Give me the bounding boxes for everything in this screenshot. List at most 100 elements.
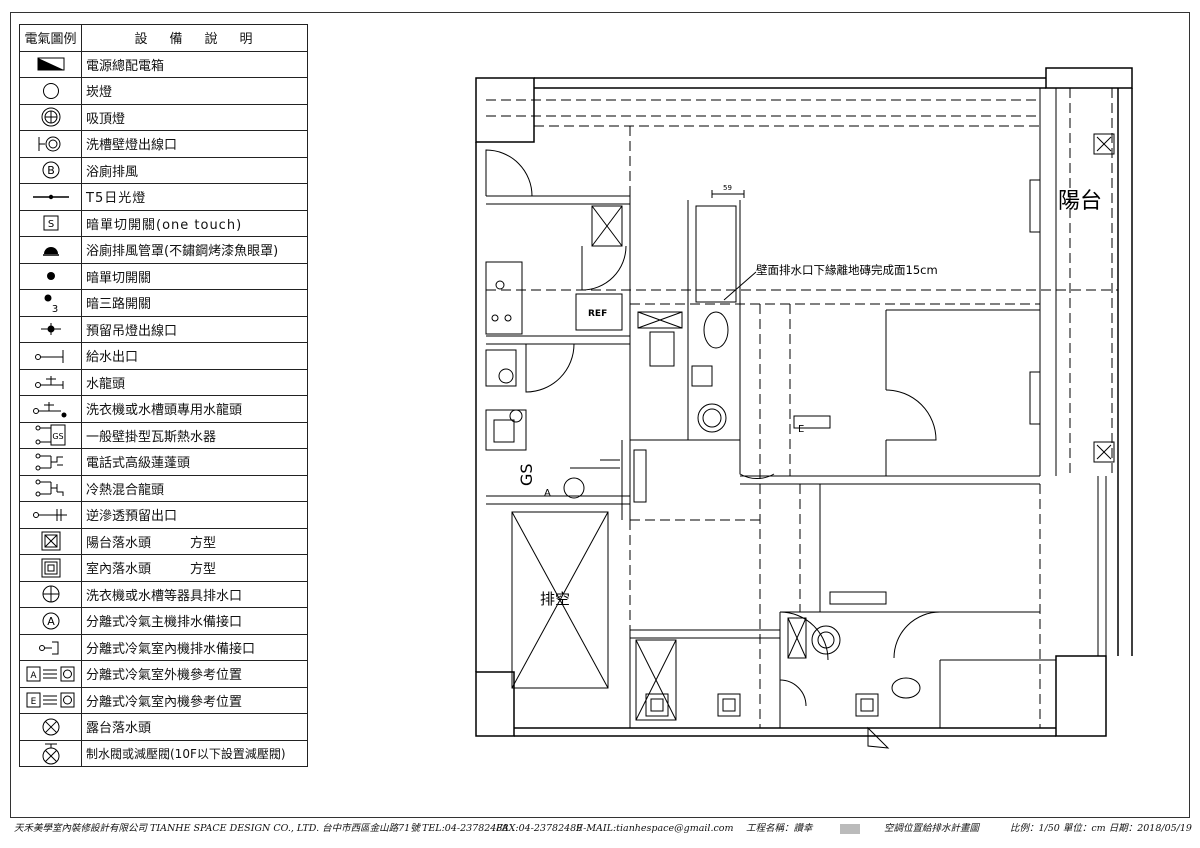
legend-row: B 浴廁排風	[19, 156, 308, 184]
legend-label: 露台落水頭	[81, 713, 308, 741]
note-leader	[723, 271, 757, 301]
legend-row: 水龍頭	[19, 368, 308, 396]
legend-label: 電源總配電箱	[81, 50, 308, 78]
balcony-label: 陽台	[1058, 189, 1102, 214]
ac-outdoor-unit-label: A	[544, 488, 551, 499]
legend-label: 制水閥或減壓閥(10F以下設置減壓閥)	[81, 739, 308, 767]
legend-label: 水龍頭	[81, 368, 308, 396]
ac-indoor-unit-icon: E	[26, 692, 74, 708]
legend-label: 冷熱混合龍頭	[81, 474, 308, 502]
legend-row: 露台落水頭	[19, 713, 308, 741]
terrace-drain-icon	[42, 718, 59, 736]
company-name: 天禾美學室內裝修設計有限公司 TIANHE SPACE DESIGN CO., …	[14, 823, 420, 834]
one-touch-switch-icon: S	[43, 215, 58, 231]
svg-text:A: A	[30, 671, 37, 681]
legend-row: E 分離式冷氣室內機參考位置	[19, 686, 308, 714]
legend-label: 給水出口	[81, 342, 308, 370]
svg-text:B: B	[47, 164, 55, 177]
dimension-label: 59	[723, 184, 732, 192]
legend-label: 吸頂燈	[81, 103, 308, 131]
company-tel: TEL:04-23782488	[422, 823, 509, 834]
legend-row: 電源總配電箱	[19, 50, 308, 78]
balcony-drains	[1093, 133, 1115, 463]
drain-height-note: 壁面排水口下緣離地磚完成面15cm	[756, 263, 938, 277]
legend-label: 一般壁掛型瓦斯熱水器	[81, 421, 308, 449]
bath-exhaust-icon: B	[42, 161, 59, 179]
legend-label: 分離式冷氣主機排水備接口	[81, 607, 308, 635]
svg-text:GS: GS	[52, 432, 63, 441]
washer-faucet-icon	[32, 401, 66, 418]
sink-wall-lamp-outlet-icon	[38, 136, 60, 152]
company-email: E-MAIL:tianhespace@gmail.com	[576, 823, 734, 834]
legend-label: 暗單切開關	[81, 262, 308, 290]
legend-label: 預留吊燈出線口	[81, 315, 308, 343]
legend-row: GS 一般壁掛型瓦斯熱水器	[19, 421, 308, 449]
drawing-sheet-border	[10, 12, 1190, 818]
interior-walls	[486, 88, 1107, 728]
indoor-drains	[645, 693, 879, 717]
legend-table: 電氣圖例 設備說明 電源總配電箱 崁燈 吸頂燈 洗槽壁燈出線口 B 浴廁排風 T…	[19, 24, 308, 767]
panel-box-icon	[37, 57, 64, 71]
legend-label: 暗三路開關	[81, 289, 308, 317]
legend-header-desc: 設備說明	[81, 24, 308, 52]
ac-outdoor-drain-icon: A	[42, 612, 59, 630]
legend-label: 洗槽壁燈出線口	[81, 130, 308, 158]
faucet-icon	[34, 376, 63, 390]
door-swings	[485, 149, 941, 749]
airshaft	[511, 511, 609, 689]
legend-label: 分離式冷氣室外機參考位置	[81, 660, 308, 688]
legend-label: 陽台落水頭 方型	[81, 527, 308, 555]
ac-indoor-drain-icon	[38, 641, 58, 655]
legend-label: 電話式高級蓮蓬頭	[81, 448, 308, 476]
drawing-title: 空調位置給排水計畫圖	[884, 823, 980, 834]
washer-drain-icon	[42, 585, 59, 603]
legend-label: 逆滲透預留出口	[81, 501, 308, 529]
company-fax: FAX:04-23782489	[496, 823, 583, 834]
svg-text:S: S	[47, 219, 53, 230]
project-name: 工程名稱：讚幸	[746, 823, 813, 834]
refrigerator	[575, 293, 623, 331]
legend-row: 冷熱混合龍頭	[19, 474, 308, 502]
legend-row: 制水閥或減壓閥(10F以下設置減壓閥)	[19, 739, 308, 767]
exhaust-hood-icon	[42, 246, 59, 256]
legend-row: 吸頂燈	[19, 103, 308, 131]
legend-row: A 分離式冷氣室外機參考位置	[19, 660, 308, 688]
indoor-drain-icon	[41, 558, 60, 578]
t5-tube-light-icon	[32, 194, 69, 199]
svg-text:3: 3	[51, 304, 57, 314]
single-switch-icon	[46, 272, 55, 281]
svg-text:A: A	[47, 615, 55, 628]
scale-unit-date: 比例：1/50 單位：cm 日期：2018/05/19	[1010, 823, 1192, 834]
legend-label: 洗衣機或水槽等器具排水口	[81, 580, 308, 608]
balcony-drain-icon	[41, 531, 60, 551]
dimension-line	[711, 190, 745, 198]
legend-row: 暗單切開關	[19, 262, 308, 290]
redacted-block	[840, 824, 860, 834]
legend-label: 浴廁排風管罩(不鏽鋼烤漆魚眼罩)	[81, 236, 308, 264]
legend-row: 逆滲透預留出口	[19, 501, 308, 529]
check-valve-icon	[42, 743, 59, 765]
ac-units	[633, 179, 1041, 605]
legend-row: 浴廁排風管罩(不鏽鋼烤漆魚眼罩)	[19, 236, 308, 264]
legend-header-symbol: 電氣圖例	[19, 24, 82, 52]
legend-label: 浴廁排風	[81, 156, 308, 184]
outer-walls	[475, 67, 1133, 737]
legend-row: 電話式高級蓮蓬頭	[19, 448, 308, 476]
legend-label: 室內落水頭 方型	[81, 554, 308, 582]
kitchen-counter	[485, 205, 623, 451]
legend-label: 暗單切開關(one touch)	[81, 209, 308, 237]
airshaft-label: 排空	[540, 590, 570, 608]
legend-label: 洗衣機或水槽頭專用水龍頭	[81, 395, 308, 423]
legend-row: A 分離式冷氣主機排水備接口	[19, 607, 308, 635]
bathroom-fixtures	[498, 205, 921, 721]
legend-row: 3 暗三路開關	[19, 289, 308, 317]
three-way-switch-icon: 3	[44, 294, 58, 314]
floor-plan: 陽台 排空 REF GS 59 壁面排水口下緣離地磚完成面15cm A E	[475, 67, 1133, 749]
legend-row: T5日光燈	[19, 183, 308, 211]
legend-row: 室內落水頭 方型	[19, 554, 308, 582]
svg-text:E: E	[30, 697, 36, 707]
legend-label: 崁燈	[81, 77, 308, 105]
ceiling-dashed-lines	[486, 88, 1119, 728]
legend-row: 分離式冷氣室內機排水備接口	[19, 633, 308, 661]
telephone-shower-icon	[35, 453, 63, 471]
